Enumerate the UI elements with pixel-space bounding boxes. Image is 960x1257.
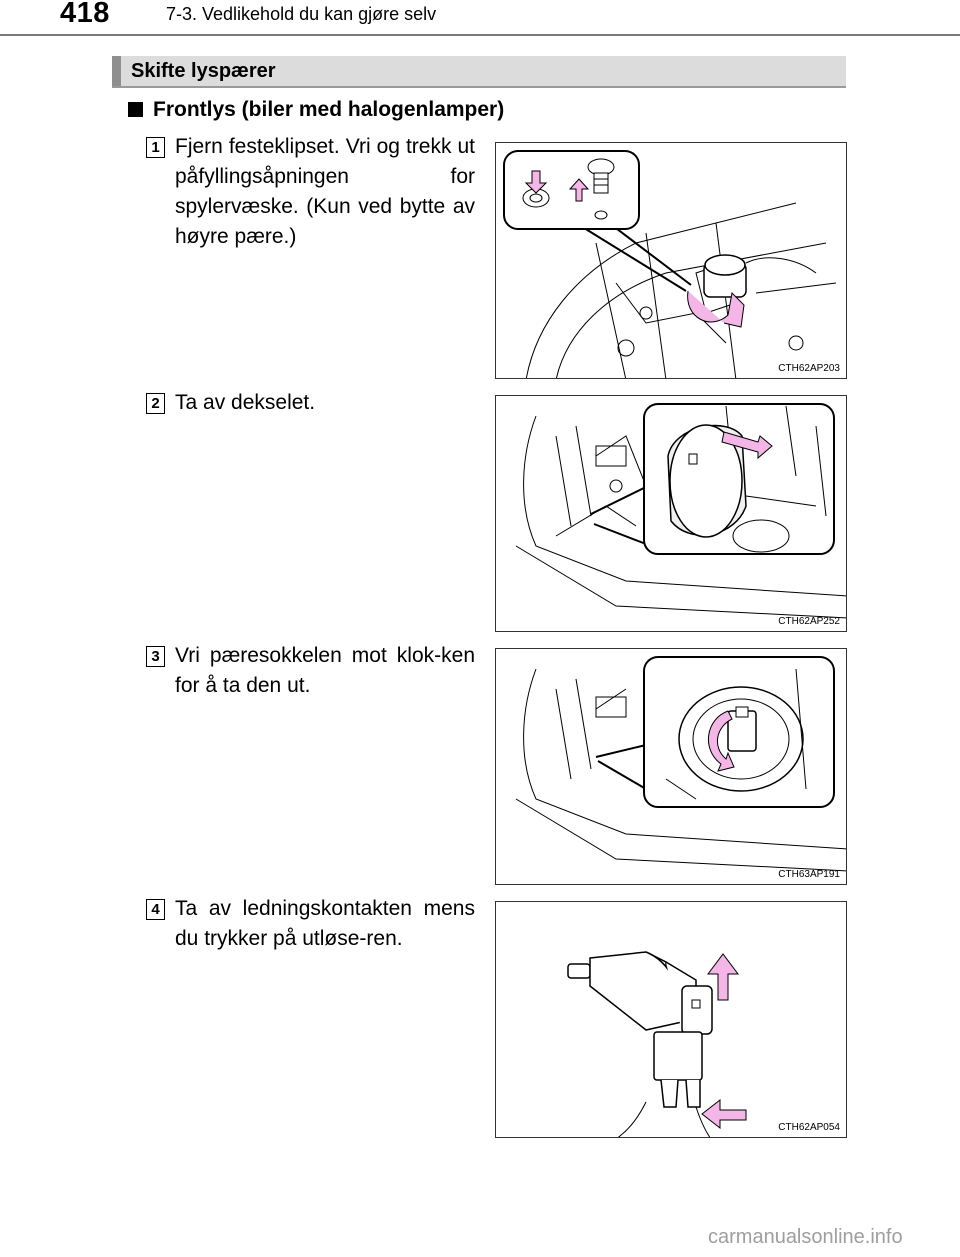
figure-4: CTH62AP054 <box>495 901 847 1138</box>
step-text-2: Ta av dekselet. <box>175 391 316 414</box>
figure-1: CTH62AP203 <box>495 142 847 379</box>
section-title-bar: Skifte lyspærer <box>112 56 846 88</box>
page-number: 418 <box>60 0 110 29</box>
figure-2: CTH62AP252 <box>495 395 847 632</box>
step-text-3: Vri pæresokkelen mot klok-ken for å ta d… <box>175 644 475 697</box>
headlamp-cover-illustration <box>515 403 846 619</box>
watermark[interactable]: carmanualsonline.info <box>708 1226 903 1248</box>
figure-3: CTH63AP191 <box>495 648 847 885</box>
section-title: Skifte lyspærer <box>131 60 276 82</box>
header-rule <box>0 34 960 36</box>
subheading: Frontlys (biler med halogenlamper) <box>128 98 504 122</box>
running-title: 7-3. Vedlikehold du kan gjøre selv <box>166 4 437 24</box>
engine-bay-washer-illustration <box>503 150 837 378</box>
step-number-3: 3 <box>146 646 165 667</box>
step-number-4: 4 <box>146 899 165 920</box>
bulb-connector-illustration <box>567 951 747 1137</box>
section-accent <box>112 56 121 86</box>
step-text-1: Fjern festeklipset. Vri og trekk ut påfy… <box>175 135 475 248</box>
bulb-socket-rotate-illustration <box>515 656 846 872</box>
figure-code-3: CTH63AP191 <box>778 869 840 880</box>
figure-code-2: CTH62AP252 <box>778 616 840 627</box>
step-number-2: 2 <box>146 393 165 414</box>
step-number-1: 1 <box>146 137 165 158</box>
step-text-4: Ta av ledningskontakten mens du trykker … <box>175 897 475 950</box>
subheading-text: Frontlys (biler med halogenlamper) <box>153 98 505 121</box>
figure-code-4: CTH62AP054 <box>778 1122 840 1133</box>
figure-code-1: CTH62AP203 <box>778 363 840 374</box>
square-bullet-icon <box>128 102 143 117</box>
